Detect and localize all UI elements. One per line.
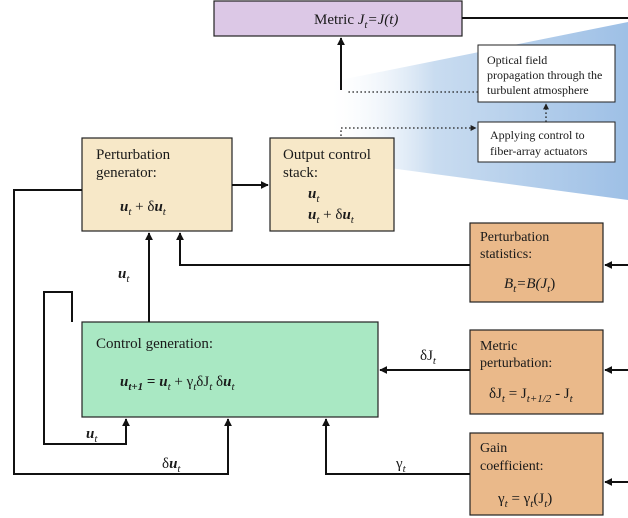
metric-perturbation-box <box>469 329 604 415</box>
optical-propagation-box <box>477 44 616 103</box>
applying-line2: fiber-array actuators <box>490 144 588 158</box>
gain-title1: Gain <box>480 441 507 456</box>
signal-du-label: δut <box>162 456 181 475</box>
metric-pert-equation: δJt = Jt+1/2 - Jt <box>489 386 574 405</box>
output-u-plus-du-line: ut + δut <box>308 207 355 226</box>
output-u-line: ut <box>308 186 320 205</box>
output-control-stack-box <box>269 137 395 232</box>
output-title1: Output control <box>283 147 371 163</box>
metric-box <box>213 0 463 37</box>
pertgen-title1: Perturbation <box>96 147 171 163</box>
perturbation-generator-box <box>81 137 233 232</box>
metric-pert-title2: perturbation: <box>480 356 552 371</box>
control-equation: ut+1 = ut + γtδJt δut <box>120 374 235 393</box>
stats-title2: statistics: <box>480 247 532 262</box>
feedback-loop-u-arrow <box>43 291 130 445</box>
gain-title2: coefficient: <box>480 459 544 474</box>
control-generation-box <box>81 321 379 418</box>
gain-coefficient-box <box>469 432 604 516</box>
optical-line2: propagation through the <box>487 68 602 82</box>
signal-u-label-lower: ut <box>86 426 98 445</box>
output-to-applying-dotted <box>340 125 477 136</box>
statistics-to-pertgen-arrow <box>176 232 470 266</box>
gain-to-control-arrow <box>322 418 470 475</box>
pertgen-title2: generator: <box>96 165 157 181</box>
signal-dj-label: δJt <box>420 348 437 367</box>
perturbation-statistics-box <box>469 222 604 303</box>
signal-u-label-upper: ut <box>118 266 130 285</box>
metric-label-text: Metric Jt=J(t) <box>314 12 398 31</box>
signal-gamma-label: γt <box>395 456 407 475</box>
pertgen-equation: ut + δut <box>120 199 167 218</box>
applying-line1: Applying control to <box>490 128 585 142</box>
optical-line3: turbulent atmosphere <box>487 83 589 97</box>
metric-pert-title1: Metric <box>480 339 517 354</box>
gain-equation: γt = γt(Jt) <box>497 491 552 510</box>
outer-loop-du-arrow <box>13 189 232 475</box>
stats-title1: Perturbation <box>480 230 549 245</box>
stats-equation: Bt=B(Jt) <box>504 276 555 295</box>
output-title2: stack: <box>283 165 318 181</box>
optical-line1: Optical field <box>487 53 547 67</box>
control-title: Control generation: <box>96 336 213 352</box>
